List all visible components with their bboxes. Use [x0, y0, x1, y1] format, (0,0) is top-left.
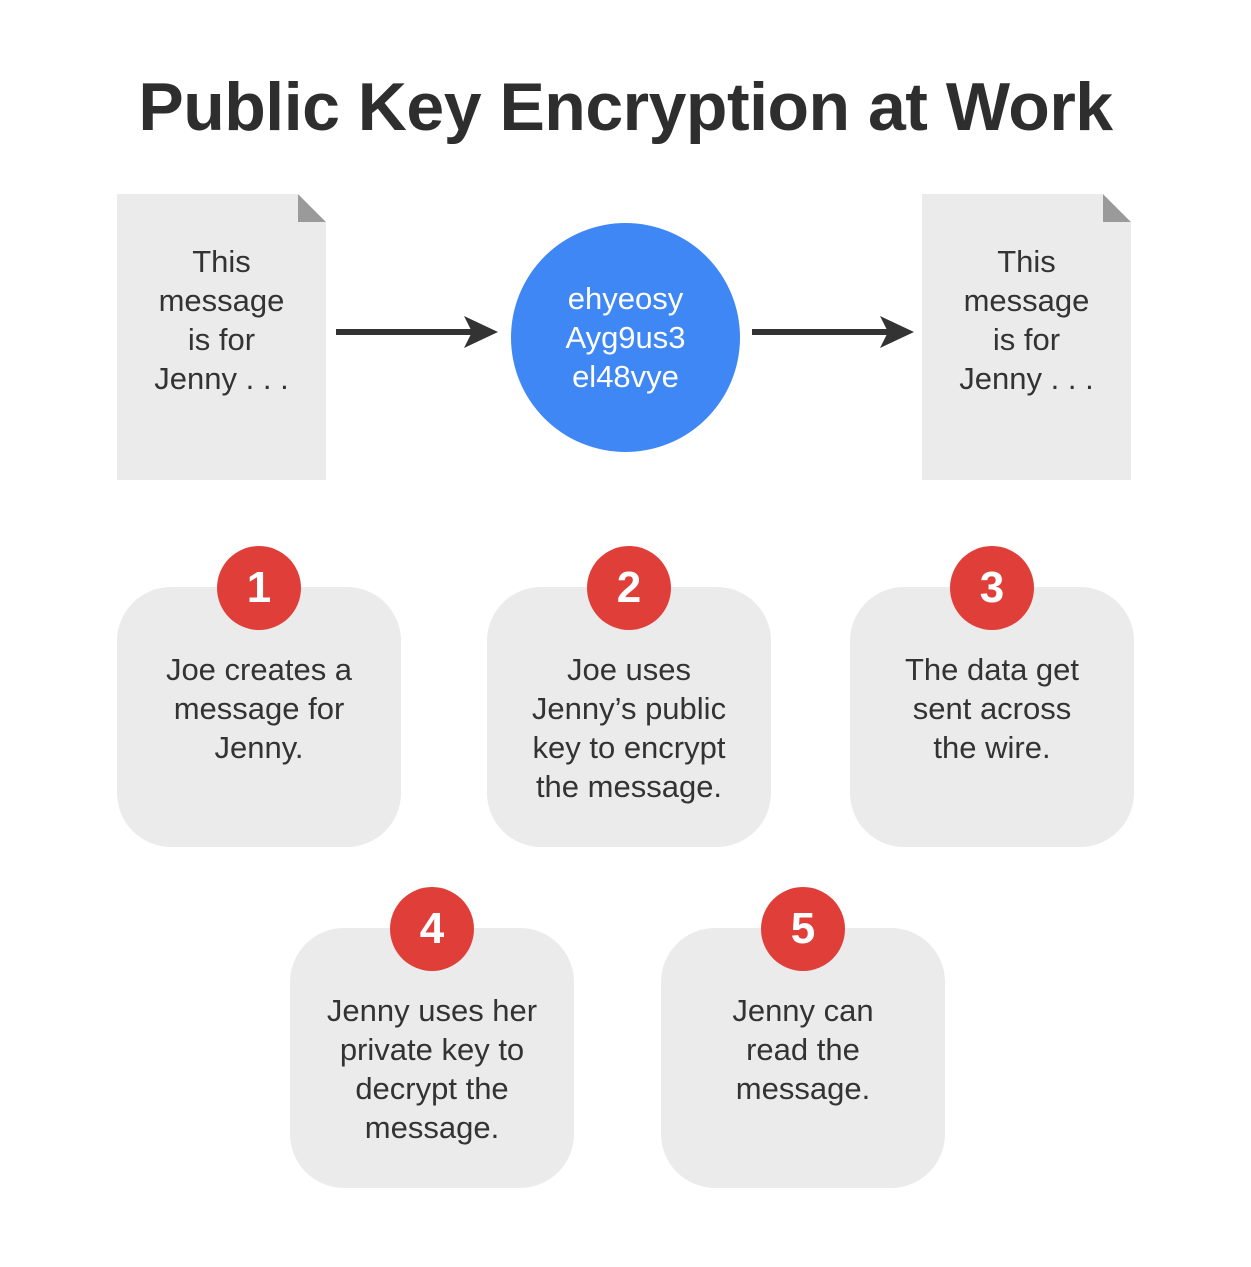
step-number-badge: 1: [217, 546, 301, 630]
source-document: This message is for Jenny . . .: [117, 194, 326, 480]
step-card-1: Joe creates a message for Jenny.: [117, 587, 401, 847]
step-number-badge: 5: [761, 887, 845, 971]
ciphertext-text: ehyeosy Ayg9us3 el48vye: [565, 281, 686, 394]
step-card-2: Joe uses Jenny’s public key to encrypt t…: [487, 587, 771, 847]
step-text: Jenny can read the message.: [732, 993, 874, 1106]
step-text: Jenny uses her private key to decrypt th…: [326, 993, 538, 1145]
page-fold-icon: [298, 194, 326, 222]
source-document-text: This message is for Jenny . . .: [154, 244, 289, 396]
page-fold-icon: [1103, 194, 1131, 222]
step-number-badge: 2: [587, 546, 671, 630]
step-number-badge: 4: [390, 887, 474, 971]
ciphertext-circle: ehyeosy Ayg9us3 el48vye: [511, 223, 740, 452]
page-title: Public Key Encryption at Work: [138, 69, 1113, 145]
step-text: Joe uses Jenny’s public key to encrypt t…: [531, 652, 727, 804]
step-number-badge: 3: [950, 546, 1034, 630]
destination-document: This message is for Jenny . . .: [922, 194, 1131, 480]
step-card-4: Jenny uses her private key to decrypt th…: [290, 928, 574, 1188]
arrow-right-icon: [336, 316, 498, 348]
arrow-right-icon: [752, 316, 914, 348]
step-card-3: The data get sent across the wire.: [850, 587, 1134, 847]
step-card-5: Jenny can read the message.: [661, 928, 945, 1188]
destination-document-text: This message is for Jenny . . .: [959, 244, 1094, 396]
step-text: Joe creates a message for Jenny.: [165, 652, 353, 765]
step-text: The data get sent across the wire.: [904, 652, 1080, 765]
